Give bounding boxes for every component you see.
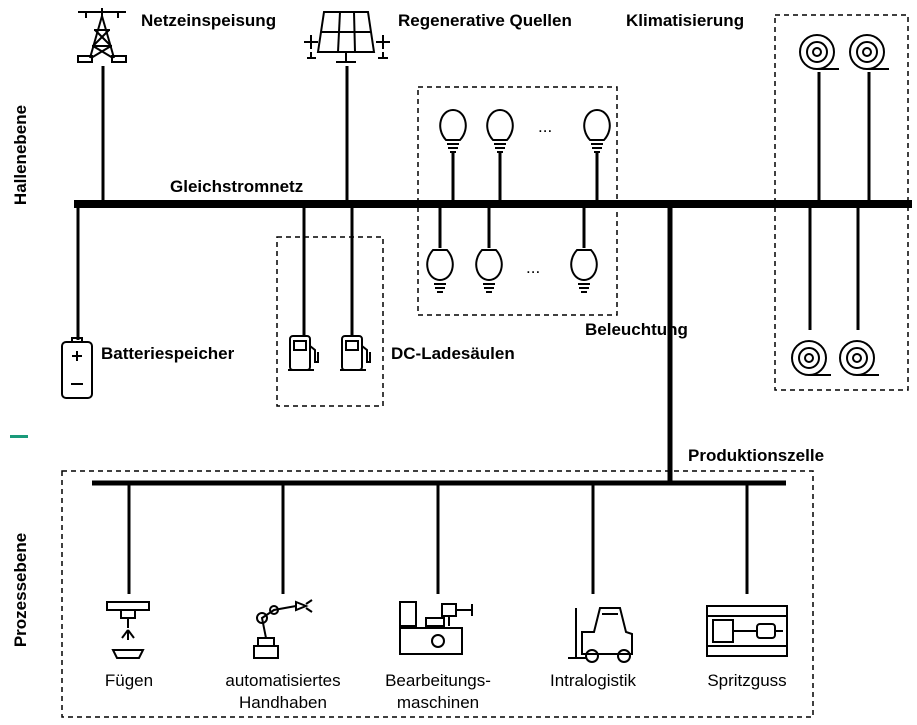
process-label: Handhaben — [239, 693, 327, 712]
machine-tool-icon — [399, 601, 473, 655]
dc-chargers-label: DC-Ladesäulen — [391, 344, 515, 363]
grid-feed-label: Netzeinspeisung — [141, 11, 276, 30]
fan-coil-icon — [791, 340, 831, 376]
climate-label: Klimatisierung — [626, 11, 744, 30]
renewables-label: Regenerative Quellen — [398, 11, 572, 30]
level-label-process: Prozessebene — [11, 533, 30, 647]
lighting-ellipsis-bottom: ... — [526, 258, 540, 277]
process-label: maschinen — [397, 693, 479, 712]
light-bulb-icon — [486, 108, 514, 153]
process-label: Bearbeitungs- — [385, 671, 491, 690]
fan-coil-icon — [839, 340, 879, 376]
joining-icon — [106, 601, 150, 659]
process-label: Spritzguss — [707, 671, 786, 690]
process-label: Intralogistik — [550, 671, 636, 690]
robot-arm-icon — [253, 599, 313, 659]
light-bulb-icon — [583, 108, 611, 153]
level-label-hall: Hallenebene — [11, 105, 30, 205]
light-bulb-icon — [439, 108, 467, 153]
light-bulb-icon — [426, 249, 454, 293]
lighting-ellipsis-top: ... — [538, 117, 552, 136]
production-cell-label: Produktionszelle — [688, 446, 824, 465]
power-pylon-icon — [77, 8, 127, 63]
fan-coil-icon — [799, 34, 839, 70]
charging-station-icon — [340, 335, 371, 371]
light-bulb-icon — [475, 249, 503, 293]
fan-coil-icon — [849, 34, 889, 70]
lighting-label: Beleuchtung — [585, 320, 688, 339]
light-bulb-icon — [570, 249, 598, 293]
solar-panel-icon — [304, 11, 390, 63]
injection-molding-icon — [706, 605, 788, 657]
dc-chargers-group-box — [276, 236, 384, 407]
process-label: automatisiertes — [225, 671, 340, 690]
battery-icon — [61, 337, 93, 399]
dc-grid-label: Gleichstromnetz — [170, 177, 303, 196]
process-label: Fügen — [105, 671, 153, 690]
production-cell-box — [61, 470, 814, 718]
level-divider-mark — [10, 435, 28, 438]
charging-station-icon — [288, 335, 319, 371]
battery-label: Batteriespeicher — [101, 344, 235, 363]
forklift-icon — [568, 607, 633, 663]
